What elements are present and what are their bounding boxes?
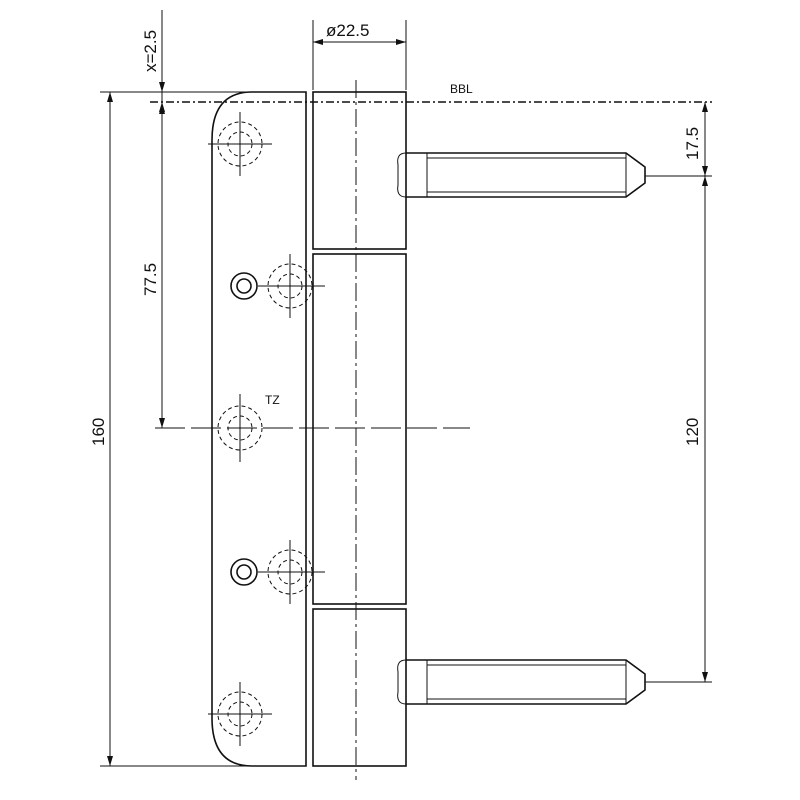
dimension-offset-x: x=2.5 [100, 10, 306, 115]
screw-hole-lower [230, 540, 325, 604]
dimension-diameter: ø22.5 [312, 20, 407, 90]
dimension-pin-spacing: 120 [645, 176, 712, 683]
screw-hole-top [208, 112, 272, 176]
upper-distance-label: 77.5 [141, 263, 160, 296]
lower-pin [397, 659, 646, 705]
diameter-label: ø22.5 [326, 21, 369, 40]
center-line-tz: TZ [155, 393, 470, 429]
tz-label: TZ [265, 393, 280, 407]
dimension-upper-distance: 77.5 [141, 104, 165, 428]
bbl-label: BBL [450, 82, 473, 96]
screw-hole-bottom [208, 682, 272, 746]
screw-hole-upper [230, 254, 325, 318]
hinge-plate [211, 91, 307, 767]
pin-spacing-label: 120 [683, 418, 702, 446]
offset-x-label: x=2.5 [141, 30, 160, 72]
total-height-label: 160 [89, 418, 108, 446]
dimension-pin-offset: 17.5 [645, 102, 712, 177]
upper-pin [397, 152, 646, 198]
pin-offset-label: 17.5 [683, 127, 702, 160]
dimension-total-height: 160 [89, 92, 306, 767]
barrel-knuckles [312, 80, 407, 780]
screw-holes [208, 112, 325, 746]
bbl-reference: BBL [150, 82, 712, 103]
